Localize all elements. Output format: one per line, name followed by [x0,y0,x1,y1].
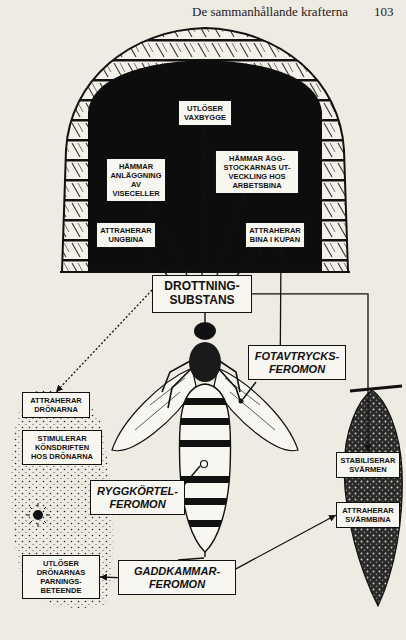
effect-box: ATTRAHERAR UNGBINA [96,222,156,248]
effect-arrow [236,515,336,569]
wing-veins [135,378,185,430]
sting [204,552,205,557]
foot-dot [239,399,244,404]
hive-base [60,271,350,273]
effect-text: STABILISERAR SVÄRMEN [340,456,396,474]
effect-box: ATTRAHERAR DRÖNARNA [22,392,90,418]
effect-text: UTLÖSER DRÖNARNAS PARNINGS- BETEENDE [26,559,96,595]
effect-text: ATTRAHERAR SVÄRMBINA [340,506,396,524]
wing-veins [225,378,275,430]
effect-box: HÄMMAR ÄGG- STOCKARNAS UT- VECKLING HOS … [215,150,299,194]
effect-arrow [56,290,152,392]
leader-lines [174,312,256,560]
effect-text: HÄMMAR ÄGG- STOCKARNAS UT- VECKLING HOS … [219,154,295,190]
gland-dot [201,461,208,468]
effect-arrow [100,576,118,578]
swarm-cluster [344,390,402,606]
effect-box: STIMULERAR KÖNSDRIFTEN HOS DRÖNARNA [22,430,102,465]
effect-box: UTLÖSER DRÖNARNAS PARNINGS- BETEENDE [22,555,100,599]
pheromone-box: FOTAVTRYCKS- FEROMON [248,345,346,380]
pheromone-box: RYGGKÖRTEL- FEROMON [90,480,185,515]
swarm [344,386,402,606]
effect-text: UTLÖSER VAXBYGGE [182,104,228,122]
effect-arrow [217,194,244,275]
effect-text: HÄMMAR ANLÄGGNING AV VISECELLER [110,162,162,198]
effect-box: UTLÖSER VAXBYGGE [178,100,232,126]
pheromone-box: GADDKAMMAR- FEROMON [118,560,236,595]
effect-text: ATTRAHERAR DRÖNARNA [26,396,86,414]
effect-arrow [280,248,282,345]
effect-text: STIMULERAR KÖNSDRIFTEN HOS DRÖNARNA [26,434,98,461]
pheromone-text: FOTAVTRYCKS- FEROMON [254,350,340,375]
running-head: De sammanhållande krafterna [192,4,348,20]
effect-arrow [237,248,263,275]
effect-box: HÄMMAR ANLÄGGNING AV VISECELLER [106,158,166,202]
effect-text: ATTRAHERAR BINA I KUPAN [249,226,301,244]
effect-box: STABILISERAR SVÄRMEN [336,452,400,478]
pheromone-text: GADDKAMMAR- FEROMON [124,565,230,590]
effect-arrow [252,294,368,452]
thorax [189,342,221,382]
substance-text: DROTTNING- SUBSTANS [158,280,246,308]
page-number: 103 [374,4,394,20]
scent-source [33,510,43,520]
substance-box: DROTTNING- SUBSTANS [152,275,252,313]
effect-box: ATTRAHERAR BINA I KUPAN [245,222,305,248]
effect-arrow [144,248,167,275]
head [194,322,216,340]
hive-interior [88,60,322,272]
pheromone-text: RYGGKÖRTEL- FEROMON [96,485,179,510]
branch [350,386,402,391]
scent-rays [26,503,50,527]
effect-arrow [202,126,205,275]
effect-text: ATTRAHERAR UNGBINA [100,226,152,244]
effect-box: ATTRAHERAR SVÄRMBINA [336,502,400,528]
